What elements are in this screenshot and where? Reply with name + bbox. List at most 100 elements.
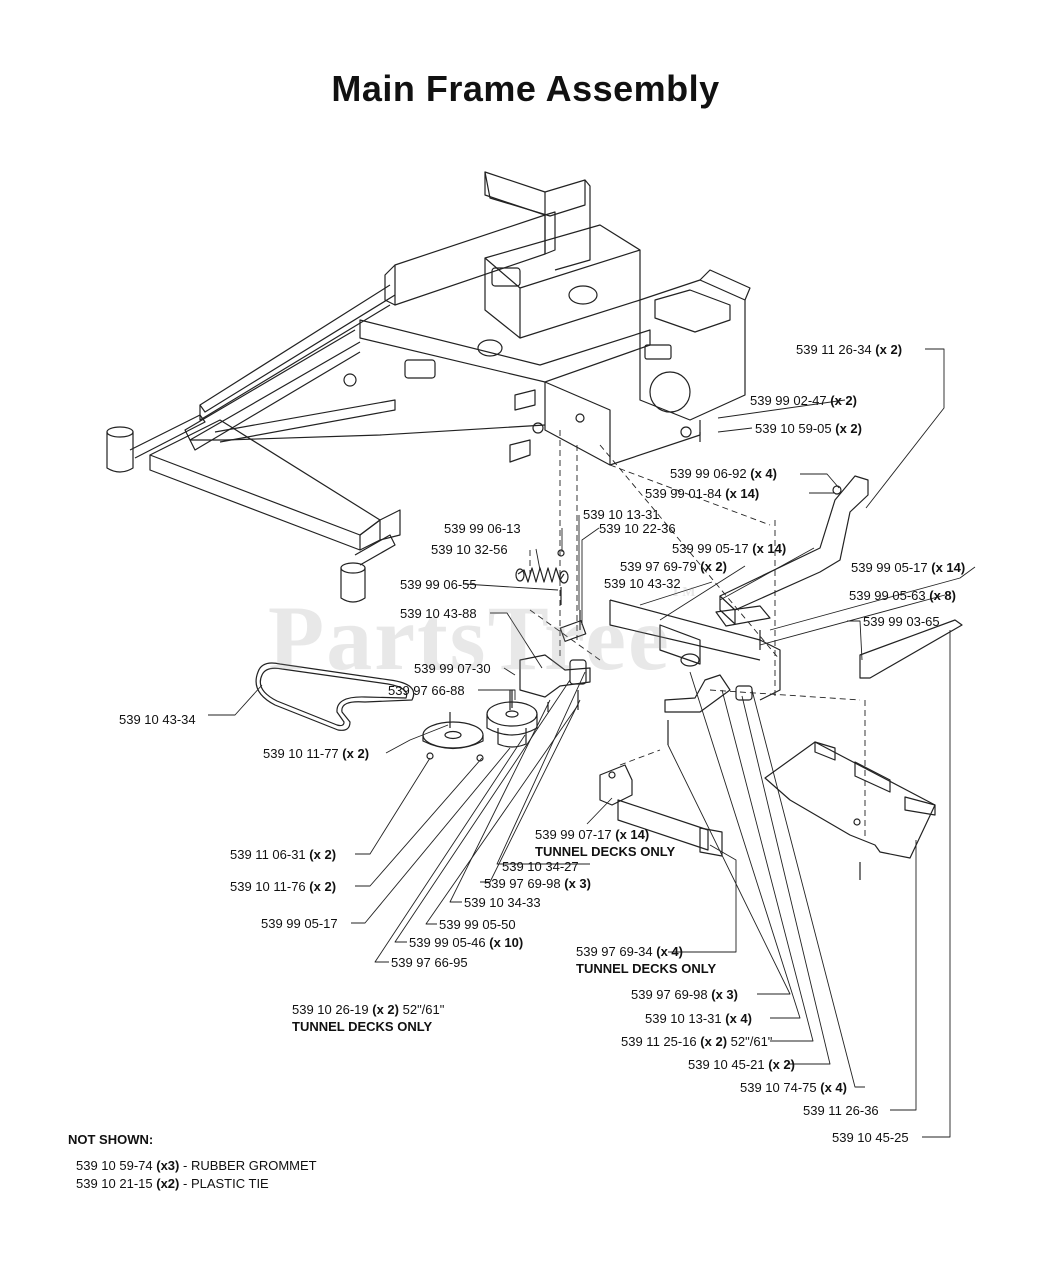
part-number: 539 10 43-88 — [400, 606, 477, 621]
part-label: 539 10 34-33 — [464, 895, 541, 910]
part-qty: (x2) — [156, 1176, 180, 1191]
part-label: 539 97 69-79 (x 2) — [620, 559, 727, 574]
part-number: 539 10 45-21 — [688, 1057, 765, 1072]
part-number: 539 10 74-75 — [740, 1080, 817, 1095]
assembly-lines — [529, 430, 866, 838]
part-number: 539 10 21-15 — [76, 1176, 153, 1191]
part-label: 539 10 26-19 (x 2) 52"/61" — [292, 1002, 444, 1017]
part-qty: (x 3) — [564, 876, 591, 891]
part-number: 539 10 32-56 — [431, 542, 508, 557]
watermark-trademark: TM — [670, 585, 698, 600]
part-label: 539 99 06-92 (x 4) — [670, 466, 777, 481]
tunnel-deck-bracket — [599, 764, 723, 857]
part-label: 539 11 26-34 (x 2) — [796, 342, 902, 357]
part-number: 539 99 01-84 — [645, 486, 722, 501]
part-number: 539 99 05-50 — [439, 917, 516, 932]
part-number: 539 97 66-88 — [388, 683, 465, 698]
part-number: 539 11 26-36 — [803, 1103, 879, 1118]
part-number: 539 99 03-65 — [863, 614, 940, 629]
tension-spring — [515, 567, 569, 584]
part-label: 539 10 22-36 — [599, 521, 676, 536]
part-qty: (x 14) — [615, 827, 650, 842]
part-label: 539 10 34-27 — [502, 859, 579, 874]
part-label: 539 99 05-17 — [261, 916, 338, 931]
part-number: 539 99 02-47 — [750, 393, 827, 408]
part-number: 539 99 06-92 — [670, 466, 747, 481]
part-qty: (x 2) — [830, 393, 857, 408]
part-label: 539 11 25-16 (x 2) 52"/61" — [621, 1034, 772, 1049]
part-number: 539 97 69-98 — [631, 987, 708, 1002]
part-label: 539 97 69-34 (x 4) — [576, 944, 683, 959]
part-qty: (x 4) — [750, 466, 777, 481]
part-label: 539 10 45-25 — [832, 1130, 909, 1145]
part-number: 539 99 06-55 — [400, 577, 477, 592]
watermark: PartsTreeTM — [268, 585, 697, 691]
not-shown-item: 539 10 59-74 (x3) - RUBBER GROMMET — [76, 1158, 317, 1173]
idler-pulley — [422, 712, 484, 750]
part-label: 539 99 01-84 (x 14) — [645, 486, 759, 501]
part-label: 539 99 02-47 (x 2) — [750, 393, 857, 408]
part-number: 539 10 13-31 — [583, 507, 660, 522]
part-number: 539 10 11-76 — [230, 879, 306, 894]
part-description: - PLASTIC TIE — [183, 1176, 269, 1191]
drive-pulley — [486, 690, 538, 748]
part-label: 539 10 74-75 (x 4) — [740, 1080, 847, 1095]
part-qty: (x 4) — [725, 1011, 752, 1026]
lift-arm — [719, 475, 869, 611]
part-label: 539 99 07-17 (x 14) — [535, 827, 649, 842]
part-qty: (x 14) — [931, 560, 966, 575]
part-label: 539 10 11-77 (x 2) — [263, 746, 369, 761]
part-qty: (x 2) — [700, 559, 727, 574]
part-number: 539 10 13-31 — [645, 1011, 722, 1026]
part-label: 539 97 66-95 — [391, 955, 468, 970]
part-number: 539 97 69-79 — [620, 559, 697, 574]
part-label: 539 97 66-88 — [388, 683, 465, 698]
part-number: 539 10 11-77 — [263, 746, 339, 761]
part-number: 539 97 66-95 — [391, 955, 468, 970]
idler-arm — [519, 654, 591, 698]
part-number: 539 99 05-17 — [672, 541, 749, 556]
part-number: 539 10 59-05 — [755, 421, 832, 436]
rod-539-99-03-65 — [859, 619, 963, 679]
baffle-plate — [764, 741, 936, 859]
tunnel-decks-note: TUNNEL DECKS ONLY — [535, 844, 676, 859]
part-number: 539 97 69-98 — [484, 876, 561, 891]
part-label: 539 99 06-55 — [400, 577, 477, 592]
part-qty: (x 3) — [711, 987, 738, 1002]
part-qty: (x 2) — [768, 1057, 795, 1072]
part-number: 539 99 05-17 — [851, 560, 928, 575]
part-label: 539 10 11-76 (x 2) — [230, 879, 336, 894]
part-label: 539 10 43-34 — [119, 712, 196, 727]
not-shown-heading: NOT SHOWN: — [68, 1132, 154, 1147]
part-number: 539 11 25-16 — [621, 1034, 697, 1049]
part-label: 539 99 05-50 — [439, 917, 516, 932]
part-label: 539 10 43-32 — [604, 576, 681, 591]
leader-lines — [208, 348, 976, 1138]
part-number: 539 10 22-36 — [599, 521, 676, 536]
part-label: 539 11 26-36 — [803, 1103, 879, 1118]
part-qty: (x 8) — [929, 588, 956, 603]
part-label: 539 10 32-56 — [431, 542, 508, 557]
part-label: 539 10 59-05 (x 2) — [755, 421, 862, 436]
part-number: 539 10 59-74 — [76, 1158, 153, 1173]
part-number: 539 10 43-34 — [119, 712, 196, 727]
part-number: 539 10 26-19 — [292, 1002, 369, 1017]
main-frame — [106, 171, 751, 603]
part-qty: (x 2) — [835, 421, 862, 436]
page-title: Main Frame Assembly — [331, 68, 720, 109]
part-qty: (x 2) — [309, 847, 337, 862]
part-qty: (x 2) — [875, 342, 903, 357]
part-number: 539 99 05-46 — [409, 935, 486, 950]
part-qty: (x 10) — [489, 935, 524, 950]
part-number: 539 99 07-17 — [535, 827, 612, 842]
part-number: 539 99 05-17 — [261, 916, 338, 931]
tunnel-decks-note: TUNNEL DECKS ONLY — [292, 1019, 433, 1034]
part-qty: (x 2) — [309, 879, 337, 894]
deck-lift-shaft — [609, 599, 781, 713]
part-label: 539 99 07-30 — [414, 661, 491, 676]
part-size: 52"/61" — [730, 1034, 773, 1049]
part-qty: (x 4) — [656, 944, 683, 959]
part-number: 539 10 45-25 — [832, 1130, 909, 1145]
part-qty: (x 14) — [752, 541, 787, 556]
